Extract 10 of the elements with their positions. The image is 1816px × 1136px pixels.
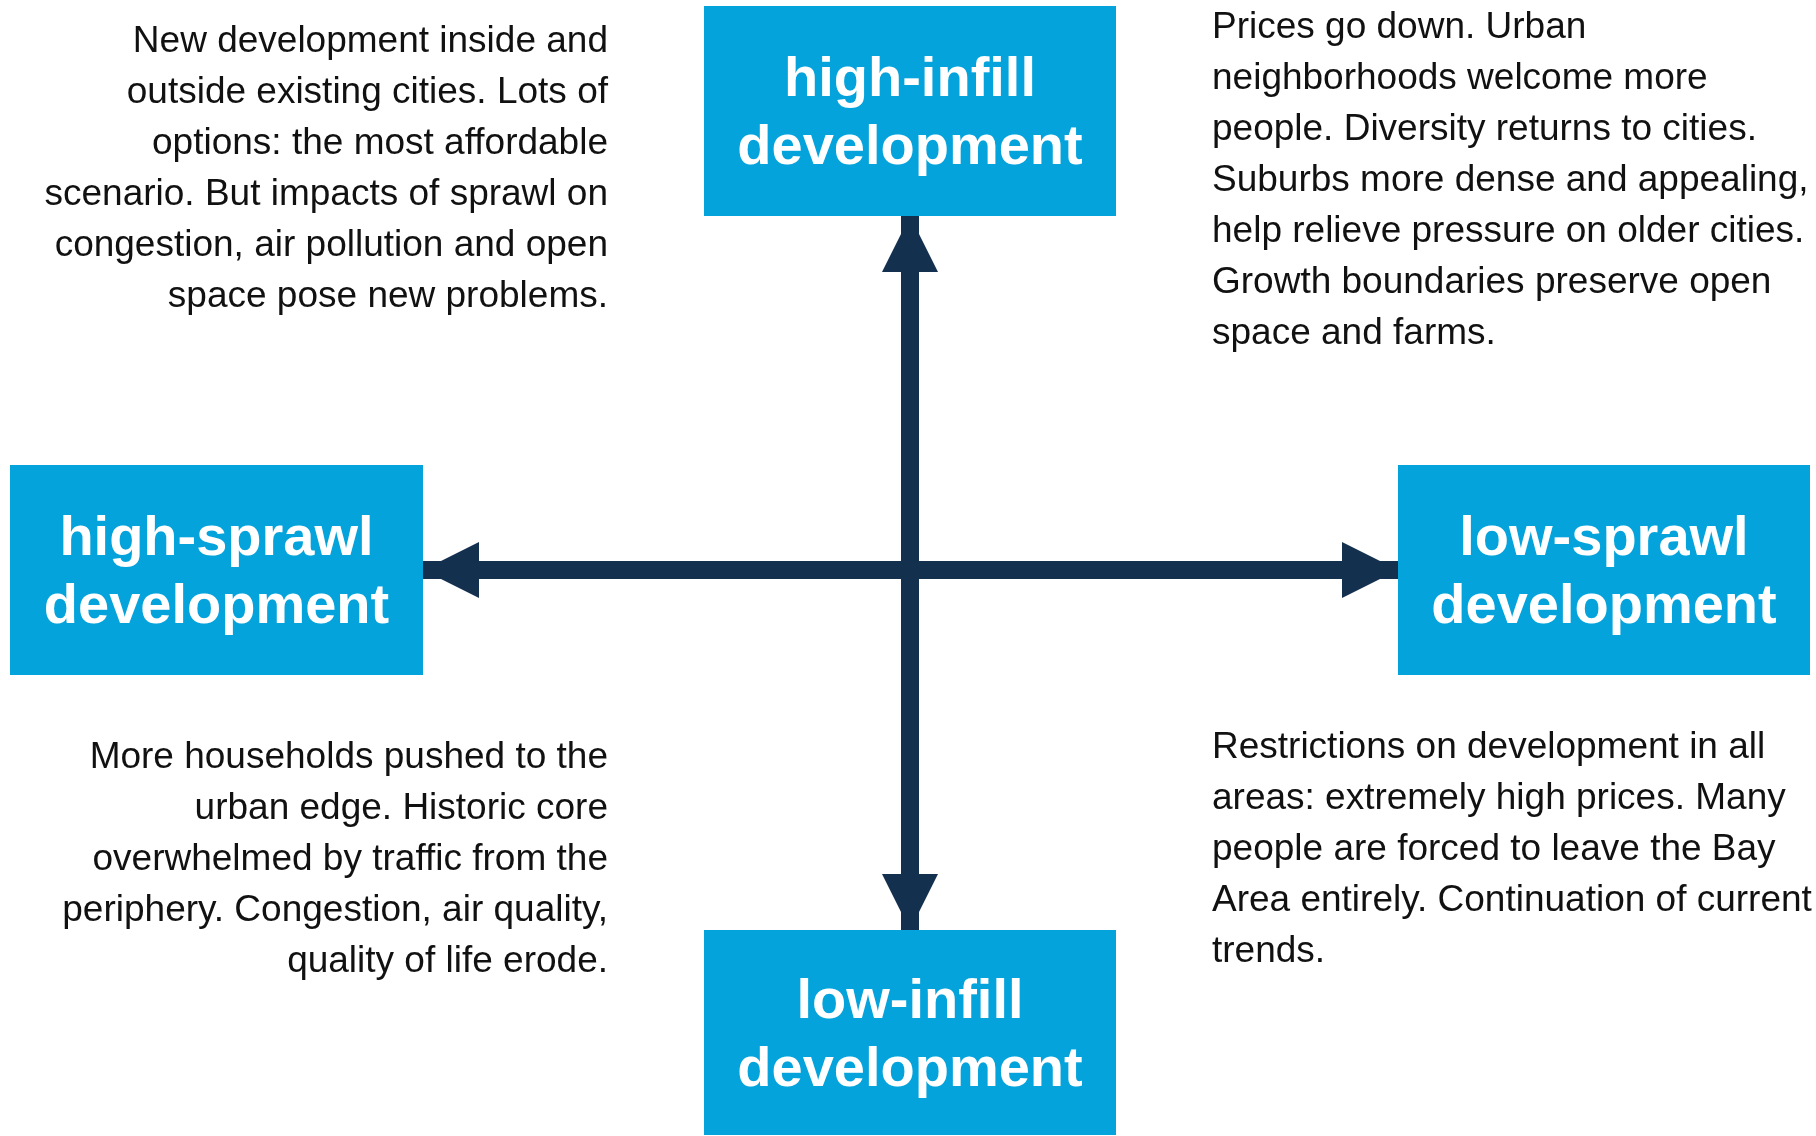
scenario-box: high-infill development [704, 6, 1116, 216]
double-arrow [882, 216, 938, 930]
description-text: More households pushed to the urban edge. Historic core overwhelmed by traffic from the periphery. Congestion, air quality, quality of life erode. [61, 734, 608, 982]
scenario-box: low-sprawl development [1398, 465, 1810, 675]
description-text: New development inside and outside existing cities. Lots of options: the most affordable scenario. But impacts of sprawl on congestion, air pollution and open space pose new problems. [43, 18, 608, 317]
scenario-box: low-infill development [704, 930, 1116, 1135]
description-text: Prices go down. Urban neighborhoods welcome more people. Diversity returns to cities. Suburbs more dense and appealing, help relieve pressure on older cities. Growth boundaries preserve open space and farms. [1212, 4, 1810, 354]
double-arrow [423, 542, 1398, 598]
description-text: Restrictions on development in all areas: extremely high prices. Many people are forced to leave the Bay Area entirely. Continuation of current trends. [1212, 724, 1812, 972]
scenario-box: high-sprawl development [10, 465, 423, 675]
